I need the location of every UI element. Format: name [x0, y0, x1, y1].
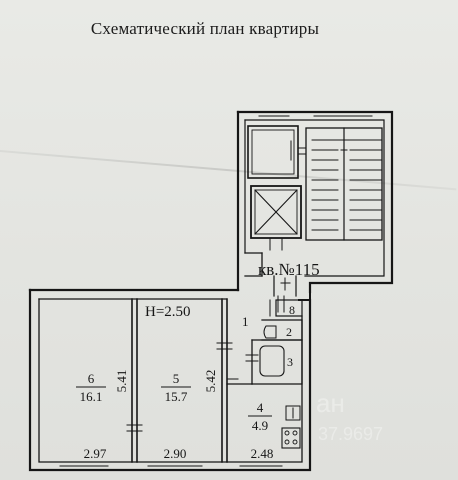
dim-room-6-length: 5.41	[114, 370, 129, 393]
staircase	[305, 127, 383, 241]
plan-title: Схематический план квартиры	[90, 19, 320, 38]
watermark-text-b: 37.9697	[318, 424, 383, 444]
room-4-number: 4	[257, 400, 264, 415]
dim-room-5-length: 5.42	[203, 370, 218, 393]
wet-block	[226, 299, 303, 449]
vestibule	[247, 125, 307, 179]
landing	[244, 252, 297, 297]
room-4-area: 4.9	[252, 418, 268, 433]
top-window	[258, 111, 373, 121]
apartment-number-label: кв.№115	[258, 260, 320, 279]
dim-room-6-width: 2.97	[84, 446, 107, 461]
room-5-area: 15.7	[165, 389, 188, 404]
ceiling-height-label: H=2.50	[145, 304, 191, 320]
apartment-walls	[28, 288, 312, 472]
room-3-number: 3	[287, 355, 293, 369]
stair-core	[236, 110, 394, 297]
room-6-area: 16.1	[80, 389, 103, 404]
bottom-windows	[59, 461, 283, 471]
watermark-text-a: ан	[316, 388, 345, 418]
entry-door	[277, 295, 285, 313]
room-8-number: 8	[289, 303, 295, 317]
room-5-number: 5	[173, 371, 180, 386]
room-1-number: 1	[242, 314, 249, 329]
room-6-number: 6	[88, 371, 95, 386]
room-2-number: 2	[286, 325, 292, 339]
elevator-shaft	[250, 185, 302, 251]
dim-room-5-width: 2.90	[164, 446, 187, 461]
dim-room-4-width: 2.48	[251, 446, 274, 461]
